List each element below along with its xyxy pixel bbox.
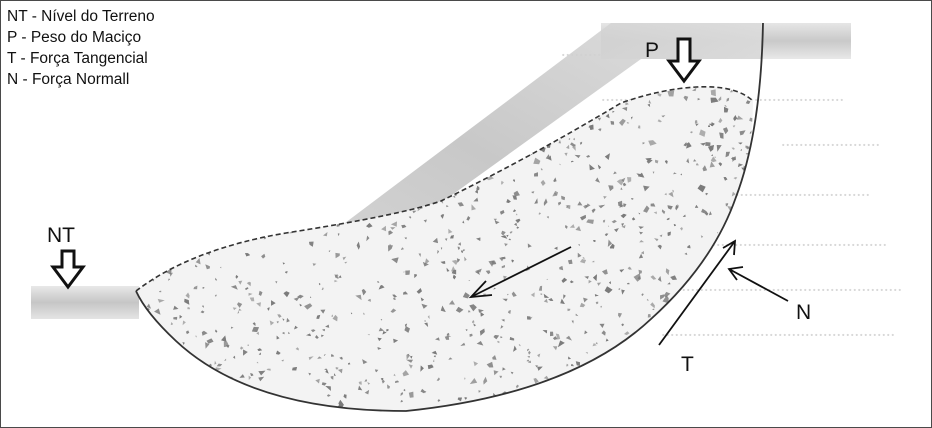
- label-p: P: [645, 39, 659, 63]
- legend: NT - Nível do Terreno P - Peso do Maciço…: [7, 6, 155, 90]
- legend-item-nt: NT - Nível do Terreno: [7, 6, 155, 27]
- ground-level-arrow-icon: [53, 251, 83, 287]
- label-n: N: [796, 301, 811, 325]
- legend-item-n: N - Força Normall: [7, 69, 155, 90]
- legend-item-t: T - Força Tangencial: [7, 48, 155, 69]
- label-nt: NT: [47, 224, 75, 248]
- label-t: T: [681, 353, 694, 377]
- svg-text:......................: ......................: [781, 130, 880, 150]
- legend-item-p: P - Peso do Maciço: [7, 27, 155, 48]
- ground-level-left: [31, 286, 139, 319]
- svg-text:..............................: ........................................…: [661, 320, 895, 340]
